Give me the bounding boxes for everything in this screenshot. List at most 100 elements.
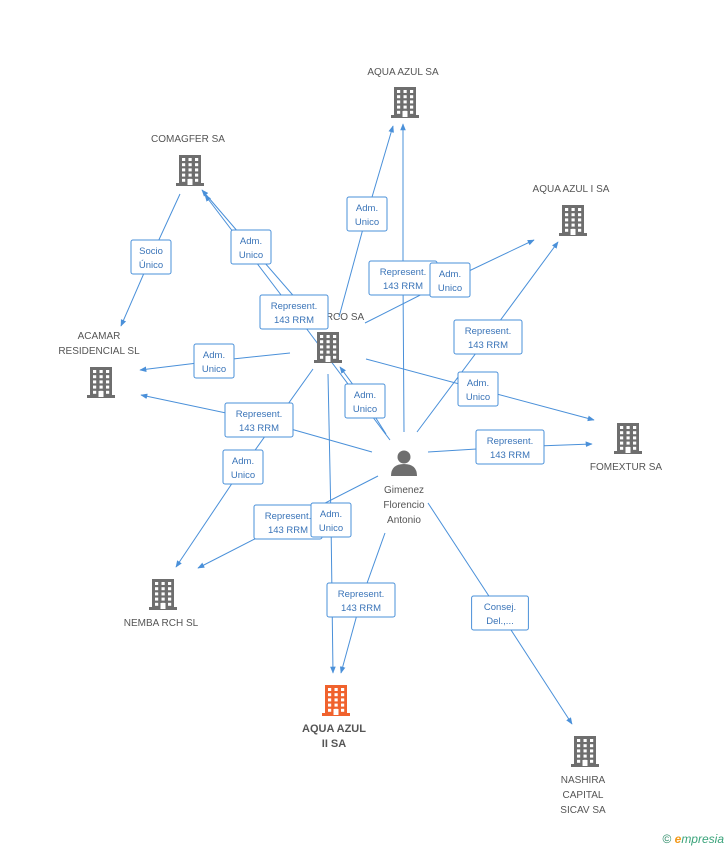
edge-label-text: 143 RRM bbox=[383, 281, 423, 292]
edge-label-box bbox=[310, 502, 352, 538]
node-label: AQUA AZUL SA bbox=[367, 67, 439, 78]
edge-label-text: Represent. bbox=[465, 326, 511, 337]
building-icon bbox=[314, 332, 342, 363]
copyright-symbol: © bbox=[662, 832, 672, 846]
edge-label-person-to-nemba[interactable]: Represent. 143 RRM bbox=[253, 504, 323, 540]
node-label: FOMEXTUR SA bbox=[590, 462, 663, 473]
node-label: Florencio bbox=[383, 500, 425, 511]
edge-label-text: Represent. bbox=[380, 267, 426, 278]
node-nemba[interactable]: NEMBA RCH SL bbox=[124, 579, 199, 629]
edge-label-text: Unico bbox=[319, 523, 343, 534]
edge-label-text: Unico bbox=[353, 404, 377, 415]
edge-label-person-to-acamar[interactable]: Represent.143 RRM bbox=[224, 402, 294, 438]
edge-label-arco-to-aqua_azul[interactable]: Adm. Unico bbox=[346, 196, 388, 232]
node-aqua_azul_i[interactable]: AQUA AZUL I SA bbox=[533, 184, 610, 236]
brand-name: mpresia bbox=[681, 832, 724, 846]
edge-label-text: 143 RRM bbox=[468, 340, 508, 351]
edge-label-text: Unico bbox=[438, 283, 462, 294]
edge-label-person-to-arco[interactable]: Adm. Unico bbox=[344, 383, 386, 419]
edge-label-box bbox=[471, 595, 529, 631]
node-arco[interactable]: RCO SA bbox=[314, 312, 364, 363]
edge-label-text: Represent. bbox=[236, 409, 282, 420]
edge-label-arco-to-fomextur[interactable]: Adm. Unico bbox=[457, 371, 499, 407]
edge-label-box bbox=[475, 429, 545, 465]
edge-label-text: Consej. bbox=[484, 602, 516, 613]
edge-label-box bbox=[453, 319, 523, 355]
edge-label-person-to-aqua_azul_i[interactable]: Represent. 143 RRM bbox=[453, 319, 523, 355]
edge-label-text: Unico bbox=[231, 470, 255, 481]
edge-label-text: Adm. bbox=[320, 509, 342, 520]
edge-label-text: Adm. bbox=[354, 390, 376, 401]
edge-label-person-to-aqua_azul_ii[interactable]: Represent.143 RRM bbox=[326, 582, 396, 618]
node-label: AQUA AZUL I SA bbox=[533, 184, 610, 195]
node-fomextur[interactable]: FOMEXTUR SA bbox=[590, 423, 663, 473]
edge-label-arco-to-aqua_azul_ii[interactable]: Adm. Unico bbox=[310, 502, 352, 538]
edge-label-text: Unico bbox=[466, 392, 490, 403]
edge-label-text: Adm. bbox=[467, 378, 489, 389]
edge-label-box bbox=[326, 582, 396, 618]
edge-label-text: Unico bbox=[202, 364, 226, 375]
edge-label-box bbox=[130, 239, 172, 275]
edge-label-arco-to-aqua_azul_i[interactable]: Adm. Unico bbox=[429, 262, 471, 298]
edge-label-box bbox=[429, 262, 471, 298]
edge-label-text: Único bbox=[139, 260, 163, 271]
edge-label-box bbox=[344, 383, 386, 419]
node-label: NEMBA RCH SL bbox=[124, 618, 199, 629]
building-icon bbox=[149, 579, 177, 610]
node-label: Gimenez bbox=[384, 485, 424, 496]
building-icon bbox=[614, 423, 642, 454]
node-label: ACAMAR bbox=[78, 331, 121, 342]
edge-label-text: 143 RRM bbox=[268, 525, 308, 536]
node-label: RESIDENCIAL SL bbox=[58, 346, 140, 357]
node-label: CAPITAL bbox=[563, 790, 604, 801]
node-aqua_azul[interactable]: AQUA AZUL SA bbox=[367, 67, 439, 118]
edge-label-text: Represent. bbox=[265, 511, 311, 522]
node-label: Antonio bbox=[387, 515, 421, 526]
edge-label-text: Represent. bbox=[487, 436, 533, 447]
building-icon bbox=[176, 155, 204, 186]
edge-label-box bbox=[224, 402, 294, 438]
edge-label-person-to-nashira[interactable]: Consej. Del.,... bbox=[471, 595, 529, 631]
node-acamar[interactable]: ACAMAR RESIDENCIAL SL bbox=[58, 331, 140, 398]
edge-label-text: Adm. bbox=[232, 456, 254, 467]
edge-label-text: Adm. bbox=[203, 350, 225, 361]
edge-label-box bbox=[346, 196, 388, 232]
node-label: NASHIRA bbox=[561, 775, 606, 786]
edge-label-box bbox=[230, 229, 272, 265]
edge-label-text: Adm. bbox=[439, 269, 461, 280]
edge-label-text: Adm. bbox=[356, 203, 378, 214]
edge-label-box bbox=[259, 294, 329, 330]
person-icon bbox=[391, 450, 417, 476]
edge-label-text: 143 RRM bbox=[341, 603, 381, 614]
edge-label-arco-to-acamar[interactable]: Adm. Unico bbox=[193, 343, 235, 379]
brand-initial: e bbox=[674, 832, 682, 846]
edge-label-arco-to-comagfer[interactable]: Adm.Unico bbox=[230, 229, 272, 265]
edge-label-text: 143 RRM bbox=[490, 450, 530, 461]
edge-label-person-to-aqua_azul[interactable]: Represent. 143 RRM bbox=[368, 260, 438, 296]
node-aqua_azul_ii[interactable]: AQUA AZUL II SA bbox=[302, 685, 366, 750]
node-label: SICAV SA bbox=[560, 805, 606, 816]
node-label: II SA bbox=[322, 738, 347, 750]
node-comagfer[interactable]: COMAGFER SA bbox=[151, 134, 225, 186]
edge-label-person-to-comagfer[interactable]: Represent. 143 RRM bbox=[259, 294, 329, 330]
building-icon bbox=[559, 205, 587, 236]
node-label: RCO SA bbox=[326, 312, 365, 323]
edge-label-text: Del.,... bbox=[486, 616, 513, 627]
edge-label-text: Unico bbox=[355, 217, 379, 228]
edge-label-person-to-fomextur[interactable]: Represent. 143 RRM bbox=[475, 429, 545, 465]
edge-label-box bbox=[222, 449, 264, 485]
edge-label-text: 143 RRM bbox=[274, 315, 314, 326]
building-icon bbox=[571, 736, 599, 767]
node-label: COMAGFER SA bbox=[151, 134, 225, 145]
node-label: AQUA AZUL bbox=[302, 723, 366, 735]
edge-label-text: Adm. bbox=[240, 236, 262, 247]
edge-label-text: Represent. bbox=[271, 301, 317, 312]
building-icon bbox=[87, 367, 115, 398]
empresia-watermark: © empresia bbox=[662, 832, 724, 846]
node-nashira[interactable]: NASHIRA CAPITAL SICAV SA bbox=[560, 736, 606, 816]
edge-label-arco-to-nemba[interactable]: Adm. Unico bbox=[222, 449, 264, 485]
